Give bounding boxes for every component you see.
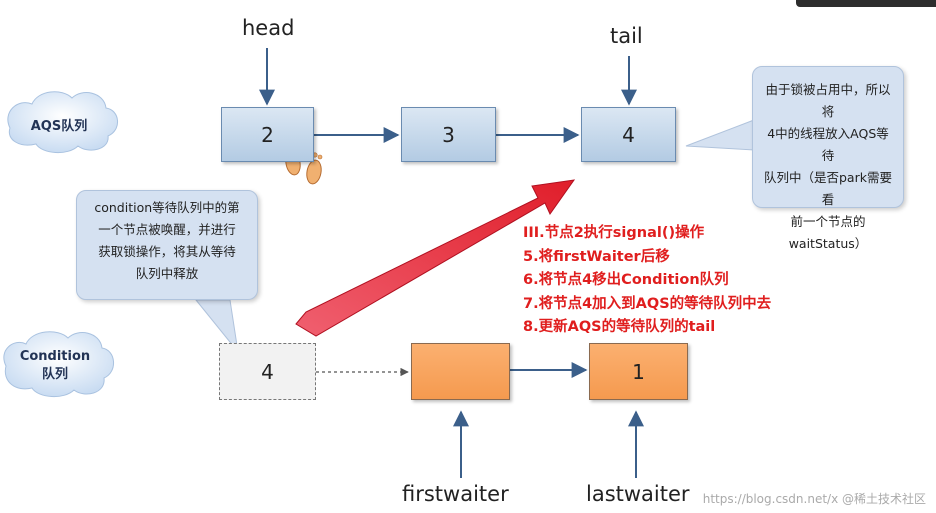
right-note-tail	[685, 119, 755, 151]
condition-removed-node-4: 4	[219, 343, 316, 400]
aqs-node-2: 2	[221, 107, 314, 162]
firstwaiter-label: firstwaiter	[402, 482, 509, 506]
head-label: head	[242, 16, 295, 40]
aqs-node-3: 3	[401, 107, 496, 162]
aqs-cloud	[7, 91, 118, 153]
right-note: 由于锁被占用中，所以将 4中的线程放入AQS等待 队列中（是否park需要看 前…	[752, 66, 904, 251]
aqs-node-4: 4	[581, 107, 676, 162]
condition-first-node	[411, 343, 510, 400]
watermark: https://blog.csdn.net/x @稀土技术社区	[702, 492, 926, 506]
steps-list: III.节点2执行signal()操作 5.将firstWaiter后移 6.将…	[523, 222, 771, 340]
lastwaiter-label: lastwaiter	[586, 482, 690, 506]
step-item: III.节点2执行signal()操作	[523, 225, 705, 241]
step-item: 6.将节点4移出Condition队列	[523, 272, 729, 288]
step-item: 8.更新AQS的等待队列的tail	[523, 319, 716, 335]
right-note-line: waitStatus）	[788, 236, 868, 251]
aqs-queue-label: AQS队列	[30, 119, 88, 134]
condition-cloud	[3, 331, 114, 397]
condition-last-node-1: 1	[589, 343, 688, 400]
step-item: 7.将节点4加入到AQS的等待队列中去	[523, 295, 772, 312]
step-item: 5.将firstWaiter后移	[523, 248, 670, 265]
left-note: condition等待队列中的第 一个节点被唤醒，并进行 获取锁操作，将其从等待…	[76, 190, 258, 300]
tail-label: tail	[610, 24, 643, 48]
right-note-line: 由于锁被占用中，所以将	[765, 82, 891, 119]
right-note-line: 队列中（是否park需要看	[764, 170, 892, 207]
left-note-line: condition等待队列中的第	[94, 200, 240, 215]
condition-queue-label-line2: 队列	[41, 367, 68, 382]
left-note-line: 队列中释放	[135, 266, 199, 281]
left-note-line: 获取锁操作，将其从等待	[98, 244, 236, 259]
right-note-line: 4中的线程放入AQS等待	[767, 126, 889, 163]
condition-queue-label-line1: Condition	[19, 349, 91, 364]
right-note-line: 前一个节点的	[790, 214, 866, 229]
move-node-arrow	[295, 179, 576, 337]
window-top-bar	[796, 0, 936, 7]
condition-queue-label: Condition 队列	[10, 348, 100, 384]
left-note-line: 一个节点被唤醒，并进行	[98, 222, 236, 237]
left-note-tail	[194, 299, 239, 354]
